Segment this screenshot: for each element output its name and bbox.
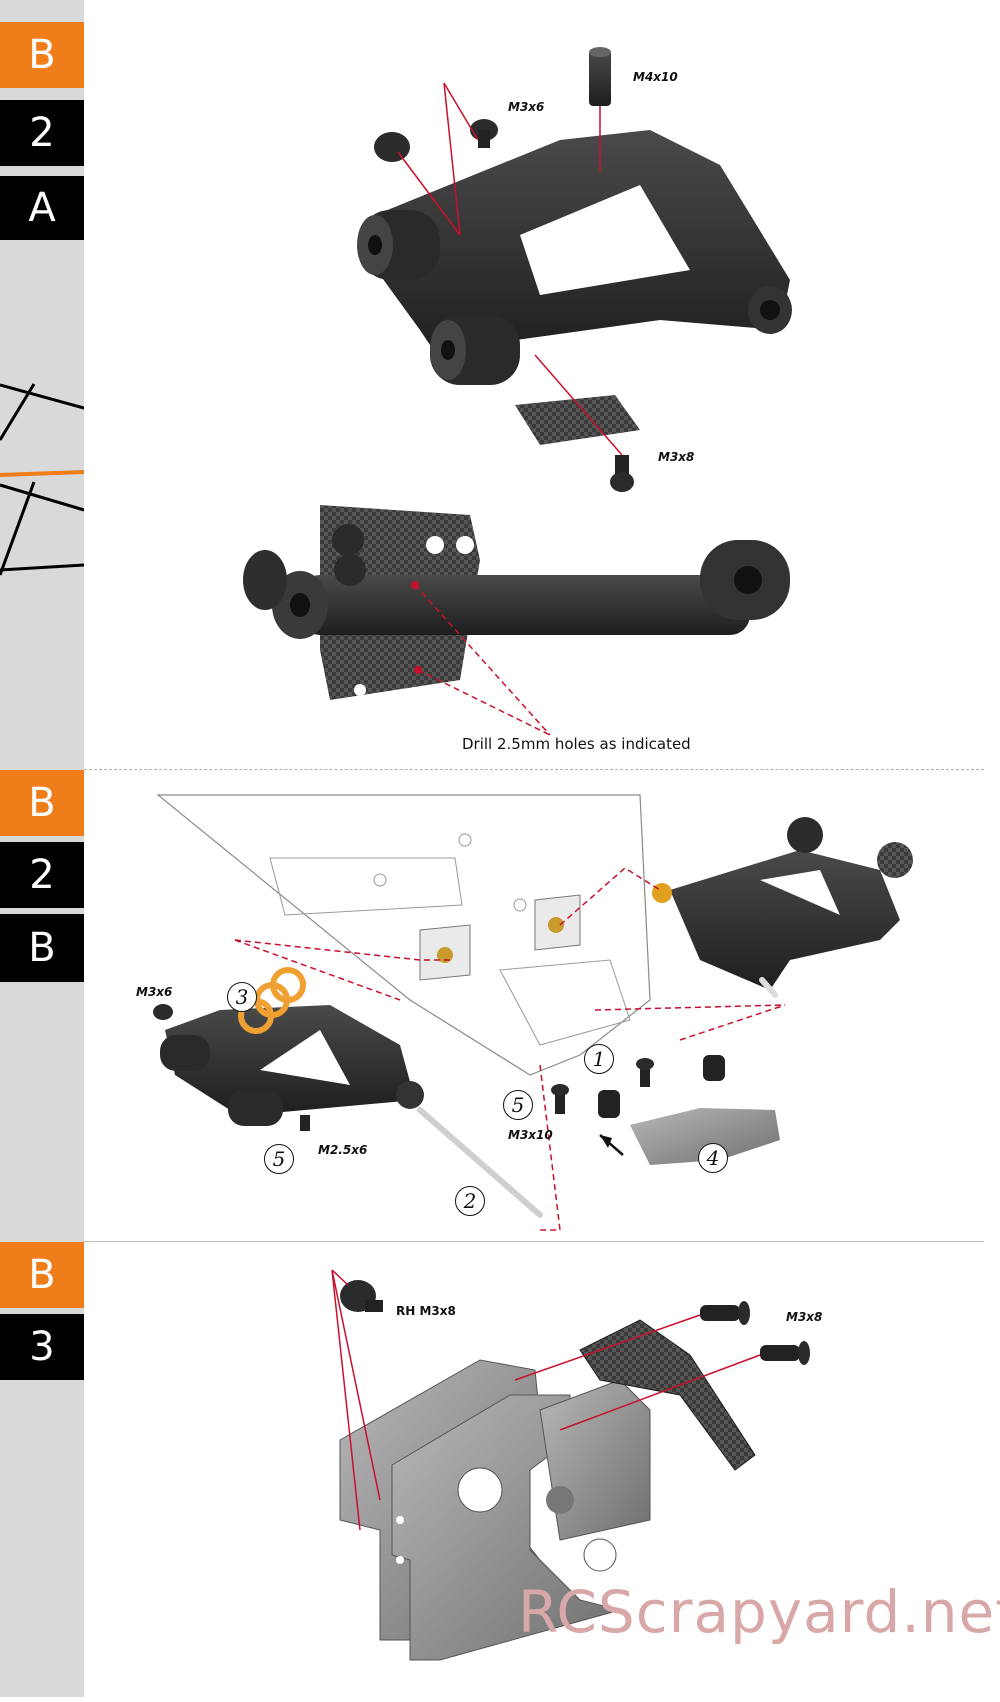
screw-label-m3x6: M3x6 <box>508 100 545 114</box>
tab-section-sub-1: A <box>0 176 84 240</box>
screw-label-m3x6-s2: M3x6 <box>136 985 173 999</box>
screw-label-m2-5x6: M2.5x6 <box>318 1143 368 1157</box>
sidebar-decoration <box>0 383 85 576</box>
upper-arm-exploded-view <box>357 47 792 492</box>
step-number-1: 1 <box>584 1044 614 1074</box>
step-number-2: 2 <box>455 1186 485 1216</box>
tab-section-letter-3: B <box>0 1242 84 1308</box>
tab-section-number-2: 2 <box>0 842 84 908</box>
screw-label-rh-m3x8: RH M3x8 <box>396 1304 456 1318</box>
screw-label-m3x8: M3x8 <box>658 450 695 464</box>
section3-leader-lines <box>331 1269 761 1531</box>
chassis-plate <box>156 794 651 1076</box>
tab-section-letter-2: B <box>0 770 84 836</box>
step-number-4: 4 <box>698 1143 728 1173</box>
screw-label-m3x8-s3: M3x8 <box>786 1310 823 1324</box>
drill-instruction-caption: Drill 2.5mm holes as indicated <box>462 735 691 753</box>
section2-leader-lines <box>234 867 786 1231</box>
tab-section-number-1: 2 <box>0 100 84 166</box>
tab-section-number-3: 3 <box>0 1314 84 1380</box>
rear-holder-parts <box>551 1055 780 1165</box>
section-divider-2 <box>84 1241 984 1242</box>
lower-arm-left <box>153 967 543 1218</box>
watermark: RCScrapyard.net <box>518 1578 1000 1646</box>
arm-drill-view <box>243 505 790 736</box>
motor-mount-exploded <box>339 1280 810 1661</box>
lower-arm-right <box>652 817 913 998</box>
screw-label-m4x10: M4x10 <box>633 70 678 84</box>
section-divider-1 <box>84 769 984 770</box>
tab-section-sub-2: B <box>0 914 84 982</box>
step-number-3: 3 <box>227 982 257 1012</box>
step-number-5a: 5 <box>503 1090 533 1120</box>
step-number-5b: 5 <box>264 1144 294 1174</box>
tab-section-letter-1: B <box>0 22 84 88</box>
screw-label-m3x10: M3x10 <box>508 1128 553 1142</box>
